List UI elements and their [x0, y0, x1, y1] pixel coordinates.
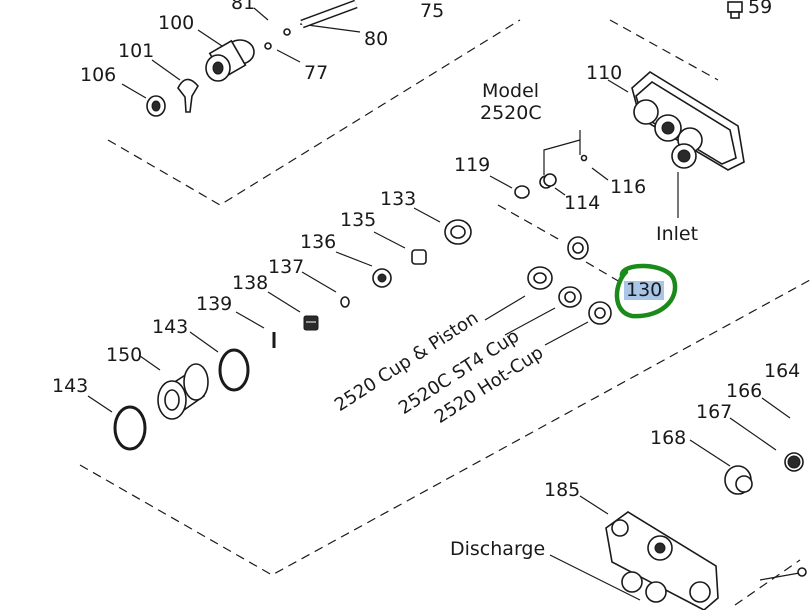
- label-101: 101: [118, 40, 155, 62]
- bottom-right-dashed-edge: [734, 559, 801, 606]
- upper-dashed-outline: [107, 19, 521, 206]
- label-185: 185: [544, 479, 581, 501]
- part-168-fitting: [724, 465, 753, 495]
- label-110: 110: [586, 62, 623, 84]
- label-166: 166: [726, 380, 763, 402]
- part-114-sleeve: [539, 173, 557, 189]
- cup-piston-seal: [527, 266, 553, 290]
- label-139: 139: [196, 293, 233, 315]
- part-150-sleeve: [157, 363, 209, 420]
- part-101-key: [177, 78, 199, 113]
- part-77-ring: [264, 42, 272, 50]
- part-143-oring-bottom: [113, 405, 147, 451]
- part-185-discharge-manifold: [605, 511, 719, 610]
- part-106-seal: [146, 95, 166, 117]
- leader-lines: [87, 7, 806, 601]
- label-75: 75: [420, 0, 445, 22]
- label-119: 119: [454, 154, 491, 176]
- part-133-seal: [444, 219, 472, 245]
- part-59-fitting: [727, 1, 743, 19]
- label-168: 168: [650, 427, 687, 449]
- label-model: Model: [482, 80, 540, 102]
- label-138: 138: [232, 272, 269, 294]
- part-100-sleeve: [205, 39, 255, 82]
- label-106: 106: [80, 64, 117, 86]
- part-116-oring: [580, 154, 588, 162]
- label-164: 164: [764, 360, 801, 382]
- part-130-cup: [567, 236, 589, 260]
- part-110-manifold: [631, 71, 745, 171]
- lower-dashed-outline: [79, 279, 810, 576]
- label-discharge: Discharge: [450, 538, 546, 560]
- part-167-fitting: [784, 452, 804, 472]
- label-77: 77: [304, 62, 329, 84]
- green-circle-annotation: [614, 263, 678, 319]
- label-150: 150: [106, 344, 143, 366]
- part-81-ring: [283, 28, 291, 36]
- small-oring-bottom-right: [797, 567, 807, 577]
- label-136: 136: [300, 231, 337, 253]
- label-137: 137: [268, 256, 305, 278]
- upper-right-dashed-edge: [609, 19, 719, 81]
- st4-cup-seal: [558, 286, 582, 308]
- label-130-highlighted: 130: [624, 279, 665, 301]
- label-100: 100: [158, 12, 195, 34]
- part-143-oring-top: [218, 348, 250, 392]
- part-138-spring: [303, 315, 319, 331]
- label-59: 59: [748, 0, 773, 18]
- part-136-bearing: [372, 268, 392, 288]
- part-137-ring: [340, 296, 350, 308]
- label-80: 80: [364, 28, 389, 50]
- label-167: 167: [696, 401, 733, 423]
- label-81: 81: [231, 0, 256, 14]
- label-133: 133: [380, 188, 417, 210]
- label-135: 135: [340, 209, 377, 231]
- part-135-spacer: [411, 249, 427, 265]
- label-114: 114: [564, 192, 601, 214]
- label-143-top: 143: [152, 316, 189, 338]
- hot-cup-seal: [588, 301, 612, 325]
- label-model-2520c: 2520C: [480, 102, 542, 124]
- label-116: 116: [610, 176, 647, 198]
- label-143-bottom: 143: [52, 375, 89, 397]
- part-119-washer: [514, 185, 530, 199]
- label-inlet: Inlet: [656, 223, 699, 245]
